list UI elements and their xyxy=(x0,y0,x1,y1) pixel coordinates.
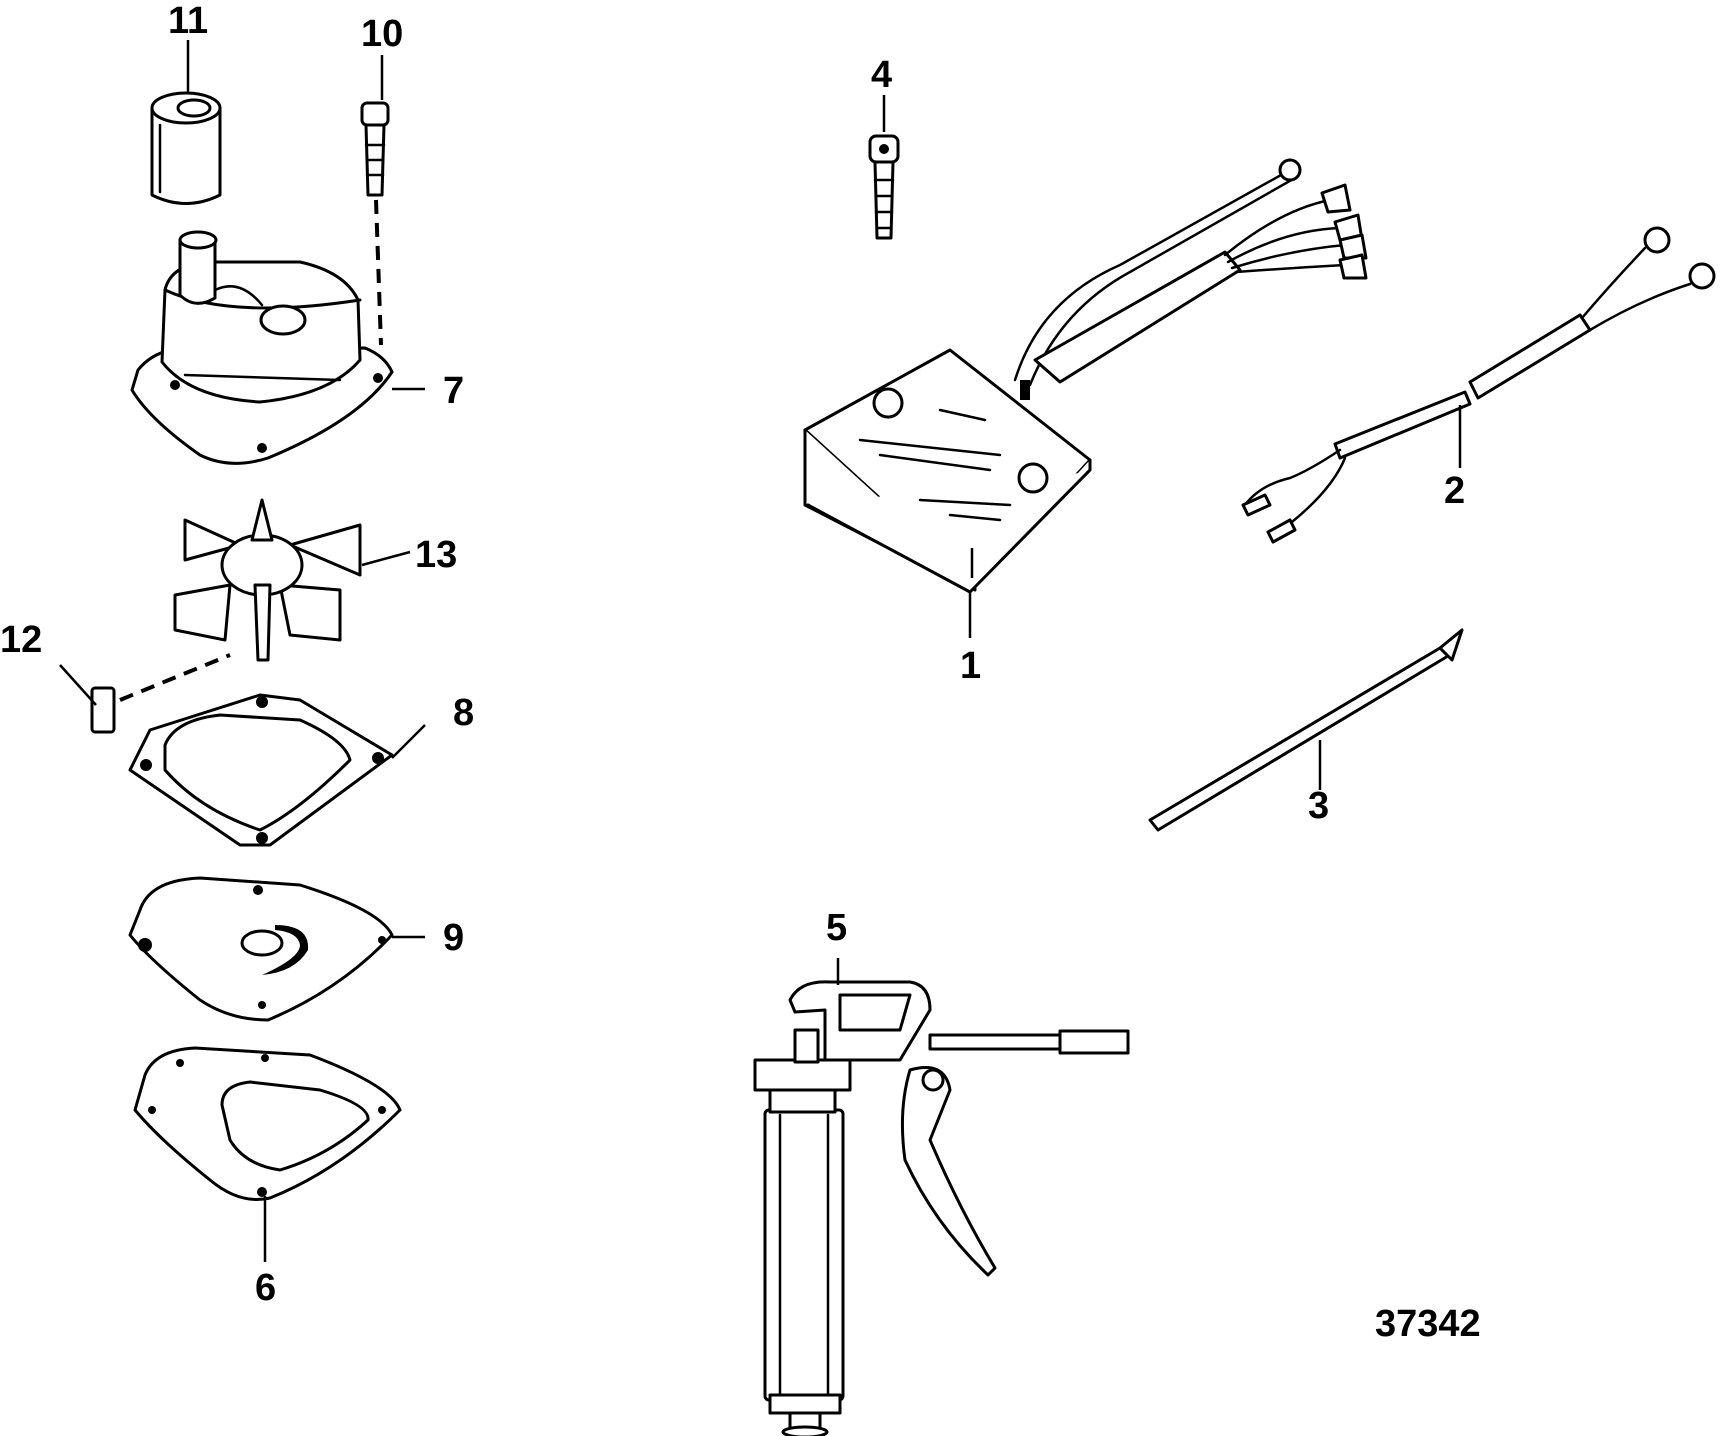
part-5-grease-gun xyxy=(753,958,1130,1436)
part-11-sleeve xyxy=(150,91,222,205)
part-3-probe xyxy=(1148,628,1464,832)
callout-7: 7 xyxy=(443,370,464,412)
callout-4: 4 xyxy=(871,54,892,96)
part-8-gasket xyxy=(128,693,426,847)
callout-10: 10 xyxy=(361,13,403,55)
figure-number: 37342 xyxy=(1375,1303,1481,1345)
callout-9: 9 xyxy=(443,917,464,959)
callout-3: 3 xyxy=(1308,785,1329,827)
part-2-harness xyxy=(1241,226,1716,544)
part-10-screw xyxy=(360,101,390,346)
callout-1: 1 xyxy=(960,645,981,687)
callout-5: 5 xyxy=(826,907,847,949)
part-6-gasket xyxy=(133,1046,402,1262)
part-1-module xyxy=(803,158,1368,638)
callout-12: 12 xyxy=(0,619,42,661)
part-9-plate xyxy=(128,876,425,1022)
callout-8: 8 xyxy=(453,692,474,734)
callout-6: 6 xyxy=(255,1267,276,1309)
part-4-screw xyxy=(868,134,900,240)
callout-11: 11 xyxy=(168,0,208,42)
part-13-impeller xyxy=(173,498,411,662)
callout-13: 13 xyxy=(415,534,457,576)
part-7-pump-housing xyxy=(130,230,425,465)
callout-2: 2 xyxy=(1444,470,1465,512)
leader-lines xyxy=(186,40,886,132)
part-12-key xyxy=(59,653,231,734)
